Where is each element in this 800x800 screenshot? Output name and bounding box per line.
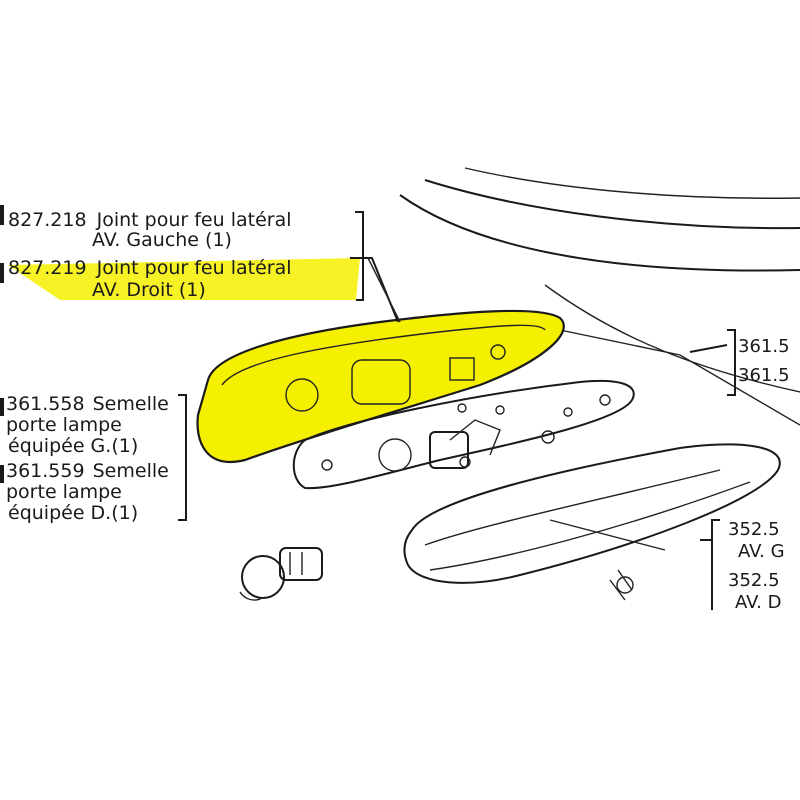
bulb-glass — [241, 555, 285, 599]
svg-text:361.558 Semelle: 361.558 Semelle — [6, 393, 169, 415]
cut-labels-upper: 361.5 361.5 — [738, 336, 790, 386]
vehicle-body-outline — [399, 167, 800, 426]
callout-number: 361.559 — [6, 460, 85, 482]
lens-screw — [616, 576, 634, 594]
callout-line1: Joint pour feu latéral — [96, 257, 292, 279]
callout-line1: Semelle — [93, 460, 169, 482]
gasket-hole-right — [490, 344, 506, 360]
cut-label-upper-a: 361.5 — [738, 336, 790, 357]
base-plate-rivet-3 — [599, 394, 611, 406]
gasket-window — [351, 359, 411, 405]
base-plate-rivet-5 — [495, 405, 505, 415]
callout-827-219: 827.219 Joint pour feu latéral AV. Droit… — [8, 257, 292, 301]
callout-number: 361.558 — [6, 393, 85, 415]
callout-highlight — [8, 258, 360, 300]
svg-text:827.219 Joint pour feu l: 827.219 Joint pour feu latéral — [8, 257, 292, 279]
gasket-hole-left — [285, 378, 319, 412]
callout-line2: porte lampe — [6, 481, 122, 503]
callout-line1: Joint pour feu latéral — [96, 209, 292, 231]
callout-827-218: 827.218 Joint pour feu latéral AV. Gauch… — [8, 209, 292, 251]
cut-label-upper-b: 361.5 — [738, 365, 790, 386]
bulb-socket — [429, 431, 469, 469]
callout-brackets — [178, 211, 736, 610]
gasket-part — [196, 309, 565, 463]
base-plate-hole — [378, 438, 412, 472]
highlighted-gasket — [196, 309, 565, 463]
light-bulb — [239, 547, 323, 601]
socket-terminal — [459, 456, 471, 468]
cut-label-lower-c: 352.5 — [728, 570, 780, 591]
callout-line1: Semelle — [93, 393, 169, 415]
lamp-base-plate — [292, 379, 635, 490]
cut-label-lower-a: 352.5 — [728, 519, 780, 540]
bulb-base — [279, 547, 323, 581]
svg-text:361.559 Semelle: 361.559 Semelle — [6, 460, 169, 482]
base-plate-rivet-2 — [541, 430, 555, 444]
base-plate-rivet-4 — [563, 407, 573, 417]
callout-line3: équipée D.(1) — [8, 502, 138, 524]
cut-labels-lower: 352.5 AV. G 352.5 AV. D — [728, 519, 785, 613]
gasket-slot — [449, 357, 475, 381]
svg-text:827.218 Joint pour feu l: 827.218 Joint pour feu latéral — [8, 209, 292, 231]
cut-label-lower-b: AV. G — [738, 541, 785, 562]
scan-margin-marks — [0, 205, 4, 483]
callout-number: 827.218 — [8, 209, 87, 231]
callout-line2: AV. Gauche (1) — [92, 229, 232, 251]
callout-number: 827.219 — [8, 257, 87, 279]
callout-line2: porte lampe — [6, 414, 122, 436]
base-plate-rivet-1 — [321, 459, 333, 471]
lamp-lens-cover — [403, 443, 781, 601]
callout-361-558: 361.558 Semelle porte lampe équipée G.(1… — [6, 393, 169, 457]
callout-line2: AV. Droit (1) — [92, 279, 206, 301]
cut-label-lower-d: AV. D — [735, 592, 781, 613]
callout-line3: équipée G.(1) — [8, 435, 138, 457]
gasket-pin — [457, 403, 467, 413]
callout-361-559: 361.559 Semelle porte lampe équipée D.(1… — [6, 460, 169, 524]
